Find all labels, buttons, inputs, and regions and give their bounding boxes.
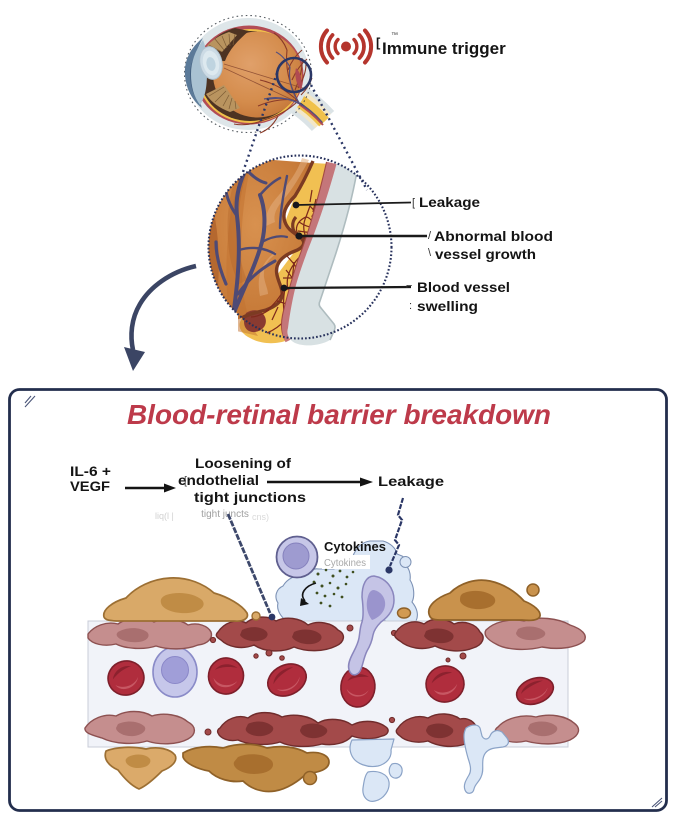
svg-text:Blood vessel: Blood vessel — [417, 280, 510, 295]
svg-text:Abnormal blood: Abnormal blood — [434, 229, 553, 244]
svg-text:[: [ — [376, 35, 381, 50]
svg-text:Blood-retinal barrier breakdow: Blood-retinal barrier breakdown — [127, 399, 551, 430]
svg-text:⌐: ⌐ — [406, 280, 412, 292]
svg-text:cns): cns) — [252, 512, 269, 522]
svg-text:VEGF: VEGF — [70, 478, 110, 494]
svg-text:[: [ — [412, 197, 415, 209]
svg-text:Loosening of: Loosening of — [195, 455, 291, 471]
svg-text:liq(l |: liq(l | — [155, 511, 174, 521]
svg-text::: : — [409, 300, 412, 312]
svg-text:™: ™ — [391, 32, 398, 39]
svg-text:IL-6 +: IL-6 + — [70, 463, 111, 479]
svg-text:\: \ — [428, 247, 432, 259]
svg-text:endothelial: endothelial — [178, 472, 259, 488]
svg-text:Cytokines: Cytokines — [324, 557, 366, 569]
svg-text:tight junctions: tight junctions — [194, 489, 306, 505]
svg-text:/: / — [428, 230, 432, 242]
svg-text:Leakage: Leakage — [419, 195, 480, 210]
svg-text:Immune trigger: Immune trigger — [382, 39, 506, 58]
svg-text:swelling: swelling — [417, 299, 478, 314]
svg-text:Leakage: Leakage — [378, 473, 444, 489]
svg-text:[: [ — [184, 475, 187, 487]
svg-text:tight juncts: tight juncts — [201, 509, 249, 520]
svg-text:Cytokines: Cytokines — [324, 539, 386, 554]
svg-text:vessel growth: vessel growth — [435, 247, 536, 262]
